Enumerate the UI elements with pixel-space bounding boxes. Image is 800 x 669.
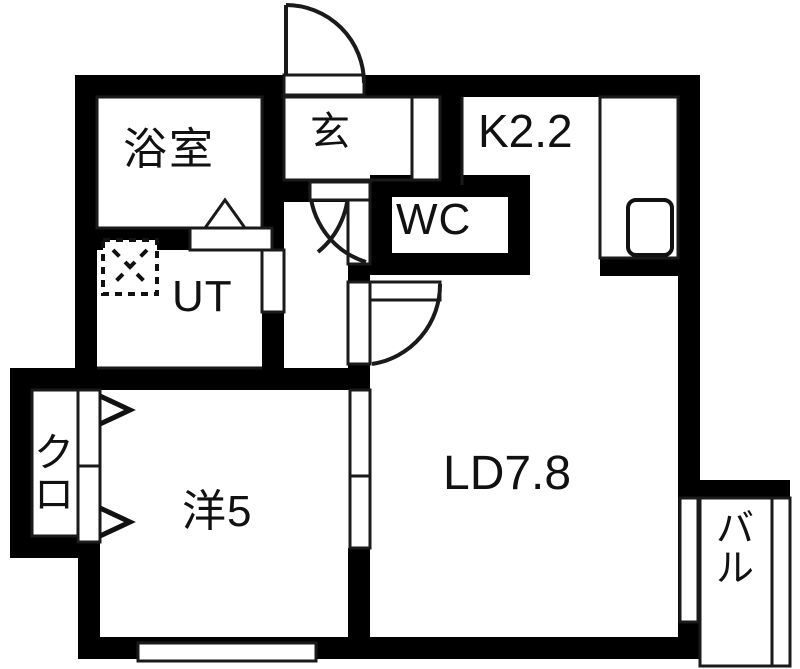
wall-right-outer [678, 75, 700, 480]
kitchen-counter-run [598, 95, 680, 260]
wall-wc-right [508, 175, 530, 275]
wall-bedroom-ld-lower [348, 548, 370, 648]
wall-kitchen-left [440, 75, 462, 185]
kitchen-sink [626, 198, 674, 257]
wall-balcony-stub [678, 622, 700, 644]
ld-door-jamb [346, 280, 372, 366]
bathroom-folding-door-icon[interactable] [203, 197, 247, 229]
washing-machine-space [101, 238, 159, 296]
bathroom-outline [95, 95, 264, 230]
entry-door[interactable] [282, 3, 366, 97]
bathroom-label: 浴室 [123, 125, 215, 174]
closet-arrow-upper-icon [98, 393, 136, 427]
wall-wc-top [370, 175, 530, 197]
wall-left-lower [10, 368, 32, 558]
bedroom-window [136, 641, 318, 663]
bathroom-door-panel[interactable] [188, 226, 274, 252]
wall-wc-left [370, 175, 392, 275]
bedroom-sliding-door-panel-2[interactable] [348, 474, 372, 550]
wall-bath-right [262, 75, 284, 250]
kitchen-label: K2.2 [478, 105, 573, 157]
wall-left-upper [75, 75, 97, 370]
genkan-door-leaf[interactable] [308, 180, 372, 202]
ut-door-panel[interactable] [260, 248, 286, 314]
living-door[interactable] [368, 280, 443, 366]
balcony-label-line1: バ [715, 508, 754, 550]
western-room-label: 洋5 [182, 487, 253, 536]
wall-closet-top [10, 368, 370, 390]
entrance-label: 玄 [310, 110, 350, 154]
wall-wc-bottom [370, 253, 530, 275]
closet-label-line2: ロ [34, 473, 74, 517]
closet-label-line1: ク [34, 431, 74, 475]
living-dining-label: LD7.8 [443, 447, 572, 500]
utility-label: UT [172, 272, 233, 321]
wall-balcony-top [678, 480, 790, 498]
closet-arrow-lower-icon [98, 505, 136, 539]
wall-top-outer [75, 75, 700, 97]
closet-label: ク ロ [26, 432, 82, 516]
bedroom-sliding-door-panel-1[interactable] [348, 388, 372, 478]
toilet-label: WC [396, 195, 472, 244]
wall-bedroom-ld-upper [348, 368, 370, 390]
genkan-closet [410, 95, 442, 182]
balcony-outline [698, 496, 792, 668]
wall-kitchen-counter [600, 258, 680, 276]
balcony-label: バ ル [708, 508, 762, 590]
balcony-door[interactable] [678, 496, 700, 624]
balcony-label-line2: ル [715, 547, 754, 590]
detail-lines [30, 3, 792, 668]
closet-door-lower[interactable] [76, 464, 102, 544]
